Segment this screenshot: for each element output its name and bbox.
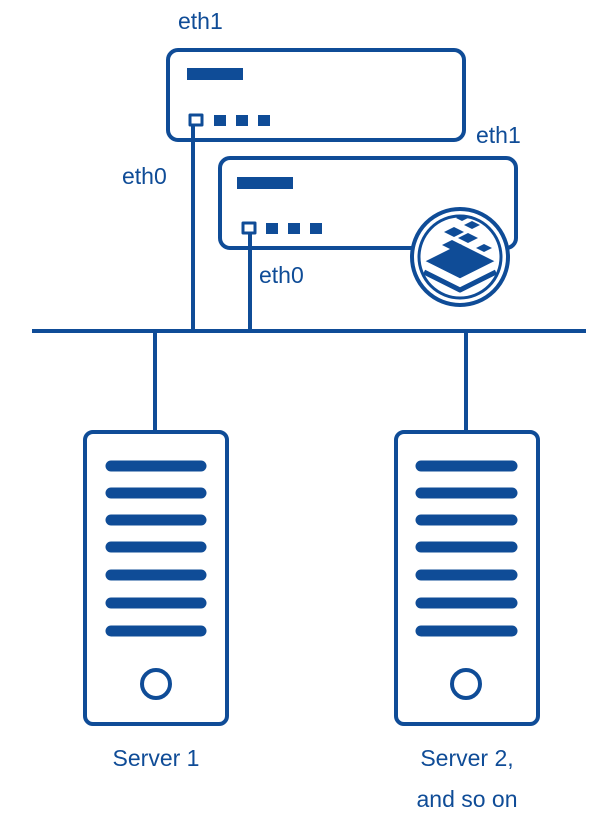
firewall-top-eth0-label: eth0 bbox=[122, 163, 167, 189]
firewall-top-eth1-label: eth1 bbox=[178, 8, 223, 34]
firewall-top-port-eth0 bbox=[188, 113, 204, 127]
server-1-chassis bbox=[83, 430, 229, 726]
firewall-bottom-port bbox=[310, 223, 322, 234]
server-1-drive-bays bbox=[105, 460, 207, 637]
firewall-bottom-chassis bbox=[218, 156, 518, 250]
server-2-drive-bays bbox=[415, 460, 518, 637]
server-1-label: Server 1 bbox=[112, 745, 200, 771]
firewall-bottom-eth0-label: eth0 bbox=[259, 262, 304, 288]
firewall-bottom-port bbox=[288, 223, 300, 234]
firewall-top bbox=[166, 48, 466, 331]
firewall-bottom-display bbox=[237, 177, 293, 189]
server-1-power-button bbox=[140, 668, 172, 700]
server-2-chassis bbox=[394, 430, 540, 726]
server-2-power-button bbox=[450, 668, 482, 700]
firewall-bottom-port bbox=[266, 223, 278, 234]
server-2 bbox=[394, 331, 540, 726]
firewall-top-port bbox=[236, 115, 248, 126]
server-2-label-line1: Server 2, bbox=[420, 745, 514, 771]
firewall-bottom-eth1-label: eth1 bbox=[476, 122, 521, 148]
stacked-layers-logo-icon bbox=[410, 207, 510, 307]
firewall-top-port bbox=[214, 115, 226, 126]
firewall-top-port bbox=[258, 115, 270, 126]
server-2-label-line2: and so on bbox=[416, 786, 518, 812]
firewall-top-display bbox=[187, 68, 243, 80]
server-1 bbox=[83, 331, 229, 726]
firewall-bottom bbox=[218, 156, 518, 331]
firewall-top-chassis bbox=[166, 48, 466, 142]
firewall-bottom-port-eth0 bbox=[241, 221, 257, 235]
